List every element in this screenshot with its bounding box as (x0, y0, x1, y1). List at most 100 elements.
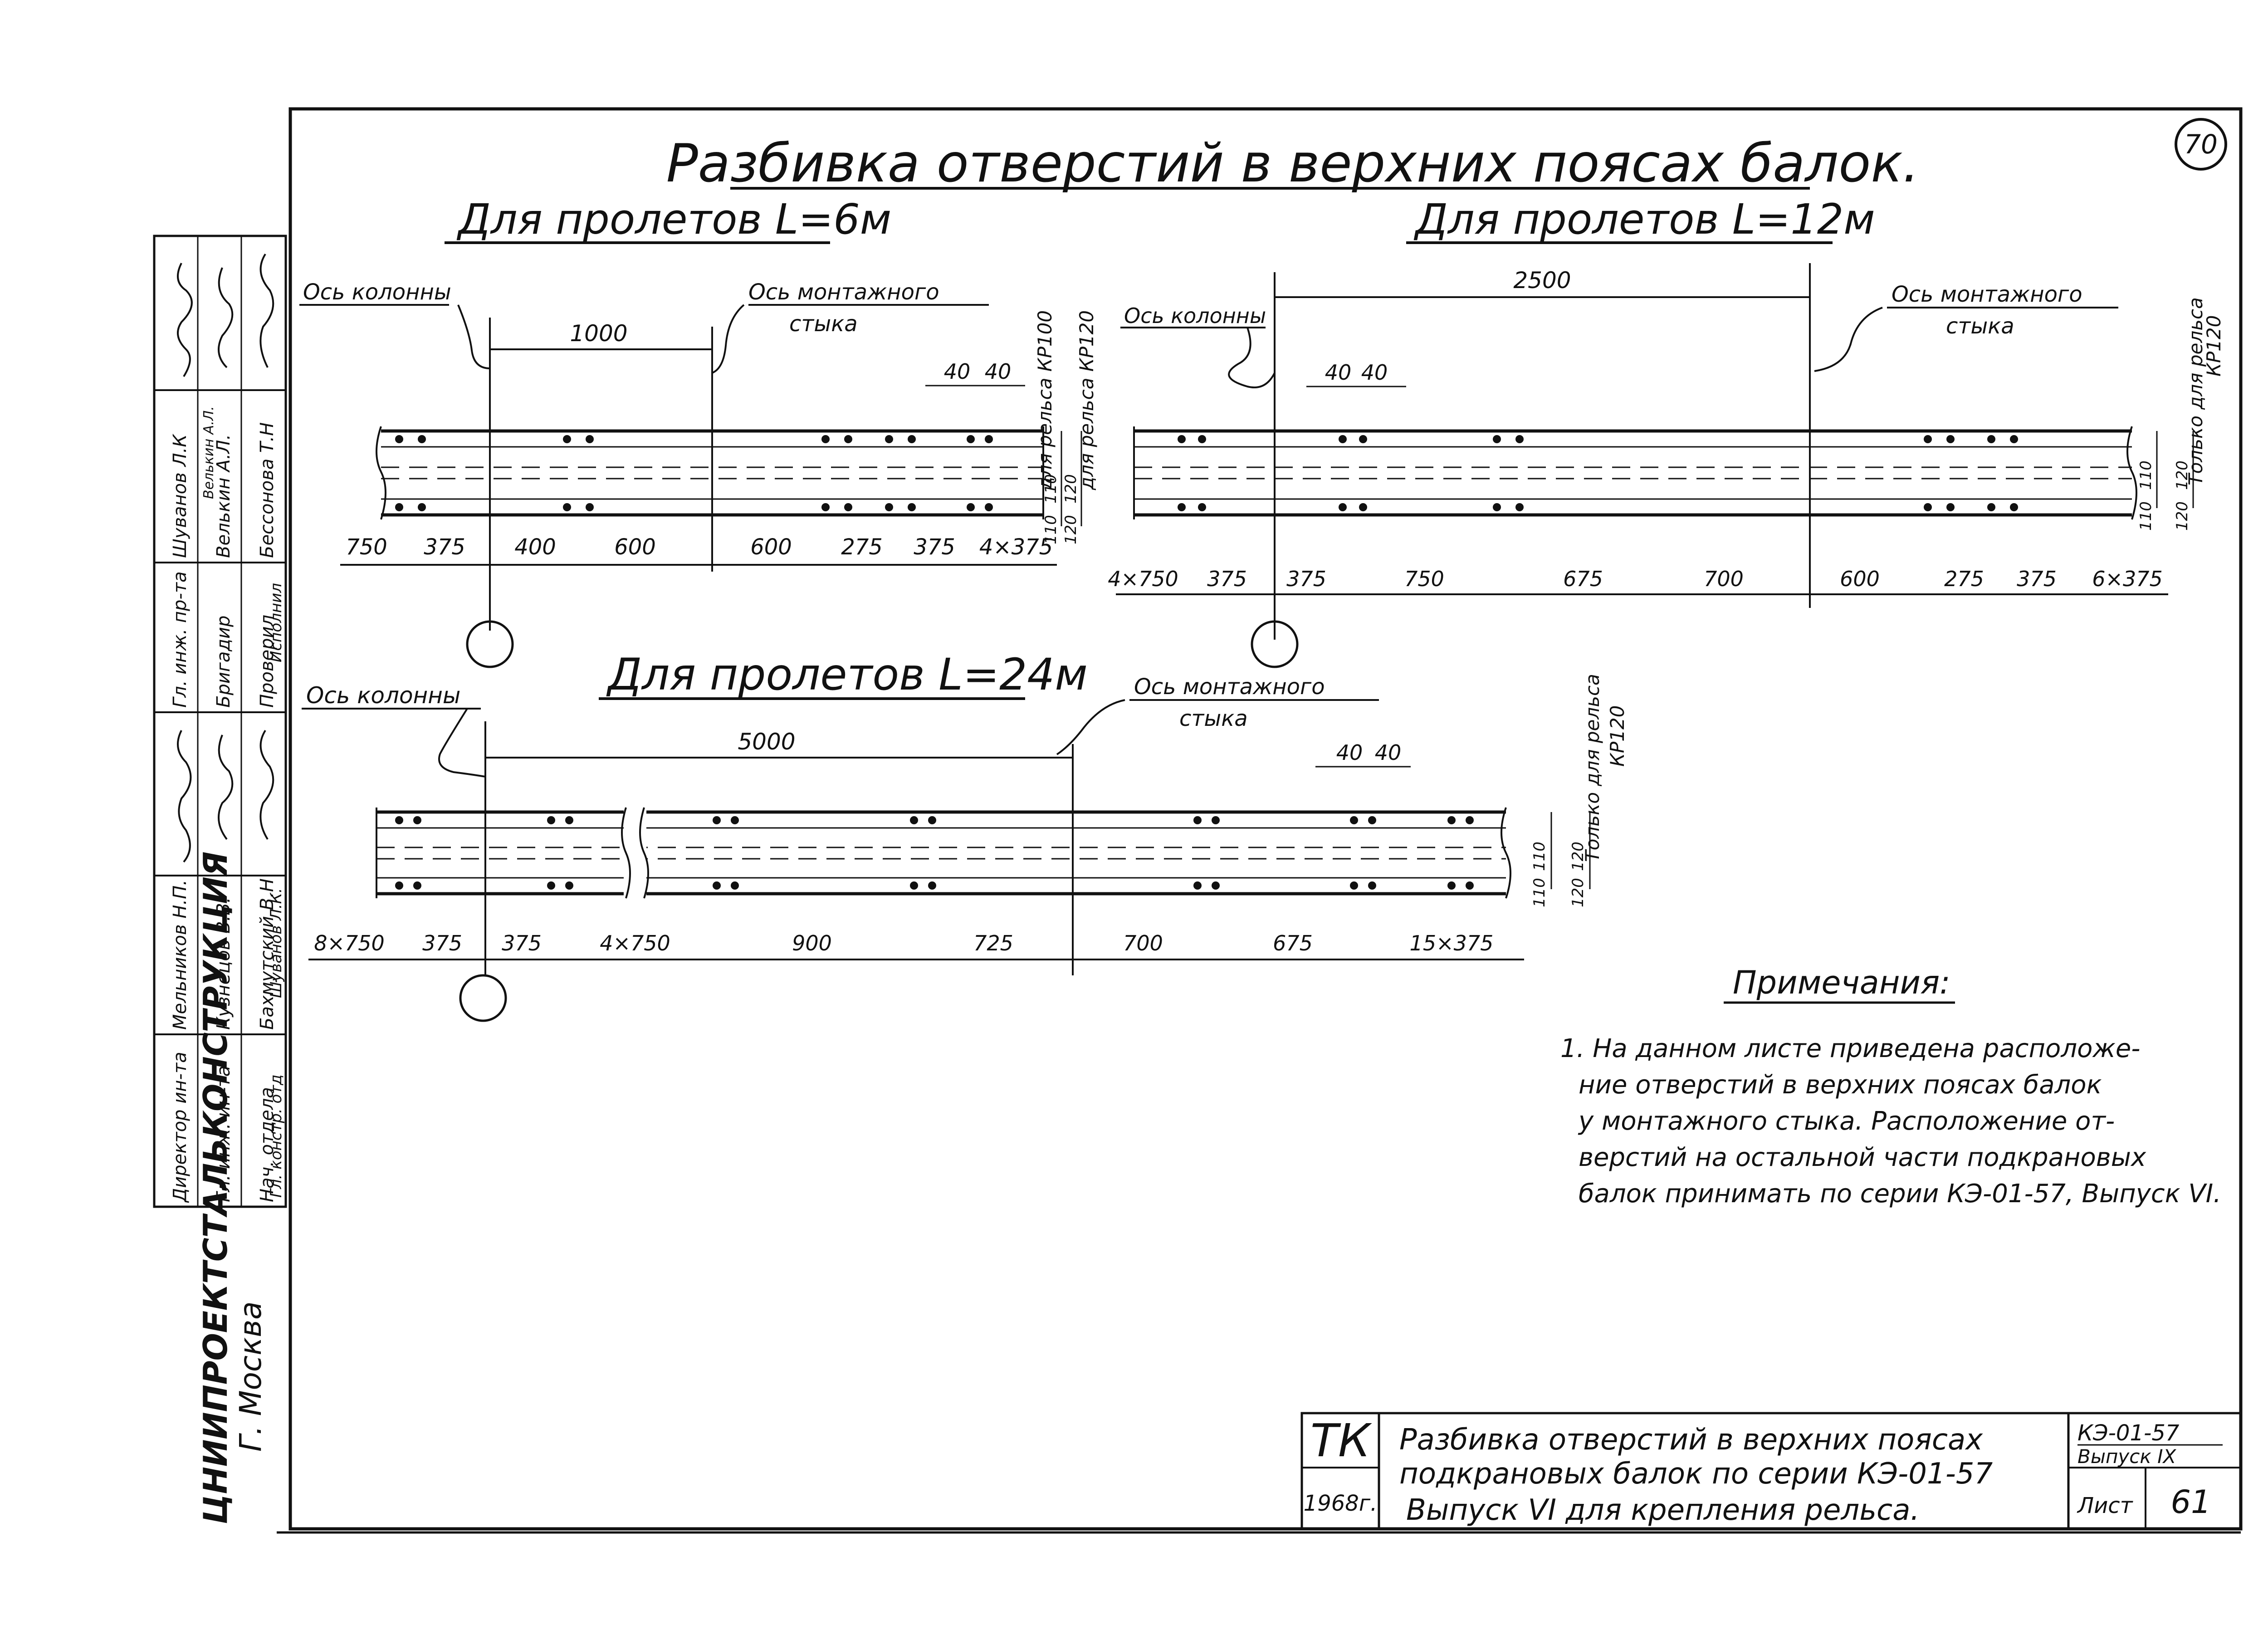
beam-6m-dim-8: 4×375 (979, 534, 1053, 560)
beam-12m-pitch-dim-1: 40 (1325, 360, 1352, 385)
bolt-hole (565, 816, 573, 824)
bolt-hole (1946, 503, 1955, 511)
stamp-role-1: Гл. инж. пр-та (170, 571, 191, 708)
beam-12m-dim-9: 375 (2017, 567, 2057, 591)
beam-6m-vert-dim-4: 120 (1062, 515, 1080, 544)
beam-6m-rail-kr120: для рельса КР120 (1075, 310, 1098, 490)
bolt-hole (821, 503, 830, 511)
title-block-desc-3: Выпуск VI для крепления рельса. (1406, 1493, 1920, 1527)
bolt-hole (1493, 503, 1501, 511)
beam-6m-vert-dim-2: 110 (1042, 515, 1060, 544)
bolt-hole (1212, 881, 1220, 890)
beam-24m-dim-9: 15×375 (1410, 931, 1494, 955)
beam-6m-vert-dim-1: 110 (1042, 474, 1060, 504)
bolt-hole (547, 881, 555, 890)
beam-24m-vert-dim-1: 110 (1530, 842, 1549, 871)
beam-12m-dim-4: 750 (1404, 567, 1444, 591)
stamp-role-8: Гл. констр. отд (267, 1074, 285, 1198)
bolt-hole (395, 881, 403, 890)
bolt-hole (928, 881, 936, 890)
bolt-hole (418, 435, 426, 443)
stamp-role-2: Бригадир (213, 616, 234, 708)
sheet-frame (288, 107, 2243, 1531)
bolt-hole (1946, 435, 1955, 443)
beam-12m-dim-3: 375 (1286, 567, 1326, 591)
beam-12m-column-marker (1251, 620, 1299, 668)
bolt-hole (821, 435, 830, 443)
beam-6m-vert-dim-3: 120 (1062, 474, 1080, 504)
beam-12m-vert-dim-3: 120 (2173, 460, 2191, 490)
side-stamp: Гл. инж. пр-та Шуванов Л.К Бригадир Вель… (153, 235, 287, 1524)
stamp-name-8: Шуванов Л.К. (267, 888, 285, 998)
notes-heading: Примечания: (1733, 964, 1950, 1001)
bolt-hole (1212, 816, 1220, 824)
bolt-hole (1447, 816, 1456, 824)
sheet-number-badge: 70 (2175, 118, 2227, 171)
stamp-name-4: Мельников Н.П. (170, 880, 191, 1030)
bolt-hole (1987, 435, 1995, 443)
beam-24m-holes (395, 816, 1474, 890)
beam-24m-joint-label-1: Ось монтажного (1134, 674, 1325, 700)
beam-6m-joint-label-1: Ось монтажного (748, 279, 939, 305)
bolt-hole (547, 816, 555, 824)
title-block-sheet-label: Лист (2077, 1493, 2134, 1518)
bolt-hole (586, 503, 594, 511)
bolt-hole (1924, 503, 1932, 511)
beam-6m-span-dim: 1000 (570, 320, 627, 347)
bolt-hole (413, 881, 421, 890)
bolt-hole (1466, 881, 1474, 890)
beam-24m-vert-dim-3: 120 (1569, 842, 1587, 871)
beam-12m-title: Для пролетов L=12м (1413, 195, 1875, 244)
beam-24m-pitch-dim-2: 40 (1375, 740, 1402, 765)
bolt-hole (731, 816, 739, 824)
beam-24m-group: Для пролетов L=24м Ось колонны Ось монта… (302, 649, 1628, 1022)
stamp-city: Г. Москва (233, 1301, 268, 1452)
bolt-hole (1447, 881, 1456, 890)
bolt-hole (1193, 881, 1202, 890)
bolt-hole (908, 435, 916, 443)
title-block: ТК 1968г. Разбивка отверстий в верхних п… (1300, 1412, 2242, 1530)
notes-line-5: балок принимать по серии КЭ-01-57, Выпус… (1579, 1179, 2221, 1209)
title-block-desc-2: подкрановых балок по серии КЭ-01-57 (1399, 1457, 1993, 1491)
beam-24m-joint-label-2: стыка (1179, 706, 1248, 731)
bolt-hole (1515, 503, 1524, 511)
stamp-role-4: Директор ин-та (170, 1052, 191, 1203)
beam-6m-dim-4: 600 (614, 534, 656, 560)
beam-24m-only-rail-2: КР120 (1606, 705, 1628, 767)
beam-12m-body (1133, 426, 2137, 520)
beam-24m-column-marker (459, 974, 507, 1022)
notes-line-2: ние отверстий в верхних поясах балок (1579, 1070, 2102, 1100)
bolt-hole (1924, 435, 1932, 443)
bolt-hole (1359, 503, 1367, 511)
bolt-hole (395, 503, 403, 511)
sheet-number: 70 (2184, 129, 2218, 160)
beam-24m-vert-dim-4: 120 (1569, 878, 1587, 907)
beam-12m-dim-2: 375 (1207, 567, 1247, 591)
bolt-hole (1493, 435, 1501, 443)
title-block-desc-1: Разбивка отверстий в верхних поясах (1399, 1423, 1983, 1457)
bolt-hole (910, 816, 918, 824)
stamp-name-2b: Велькин А.Л. (201, 406, 217, 499)
beam-6m-group: Для пролетов L=6м Ось колонны Ось монтаж… (299, 195, 1098, 668)
stamp-role-7: Исполнил (267, 583, 285, 662)
beam-24m-body (376, 805, 1511, 901)
bolt-hole (885, 435, 893, 443)
title-block-sheet-number: 61 (2170, 1483, 2211, 1521)
beam-12m-group: Для пролетов L=12м Ось колонны Ось монта… (1108, 195, 2225, 668)
beam-12m-dim-10: 6×375 (2092, 567, 2163, 591)
bolt-hole (1193, 816, 1202, 824)
bolt-hole (395, 816, 403, 824)
stamp-role-5: Гл. инж. ин-та (213, 1066, 234, 1202)
beam-12m-dim-6: 700 (1704, 567, 1744, 591)
stamp-role-3: Проверил (257, 615, 278, 708)
beam-12m-vert-dim-1: 110 (2137, 460, 2155, 490)
beam-6m-dim-6: 275 (841, 534, 883, 560)
beam-24m-dim-5: 900 (792, 931, 832, 955)
beam-6m-bottom-dims: 750 375 400 600 600 275 375 4×375 (346, 534, 1053, 560)
beam-6m-dim-1: 750 (346, 534, 387, 560)
bolt-hole (731, 881, 739, 890)
bolt-hole (967, 503, 975, 511)
stamp-name-6: Бахмутский В.Н (257, 878, 278, 1030)
beam-24m-span-dim: 5000 (738, 729, 795, 755)
